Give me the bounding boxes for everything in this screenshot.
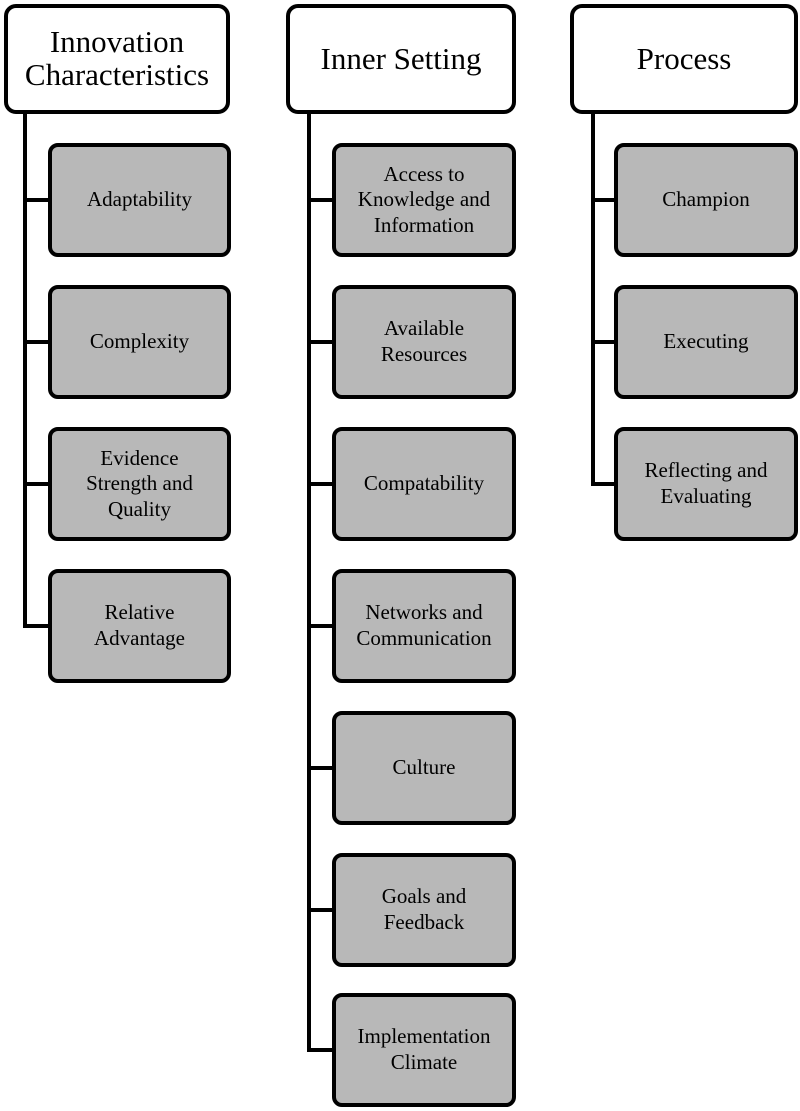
item-evidence-strength-quality: Evidence Strength and Quality: [48, 427, 231, 541]
connector-branch: [307, 340, 334, 344]
connector-branch: [23, 340, 50, 344]
item-networks-communication: Networks and Communication: [332, 569, 516, 683]
connector-branch: [23, 624, 50, 628]
item-relative-advantage: Relative Advantage: [48, 569, 231, 683]
item-reflecting-evaluating: Reflecting and Evaluating: [614, 427, 798, 541]
connector-branch: [307, 766, 334, 770]
item-goals-feedback: Goals and Feedback: [332, 853, 516, 967]
item-complexity: Complexity: [48, 285, 231, 399]
connector-trunk: [23, 112, 27, 628]
connector-branch: [307, 908, 334, 912]
item-available-resources: Available Resources: [332, 285, 516, 399]
connector-branch: [591, 482, 616, 486]
connector-branch: [307, 1048, 334, 1052]
connector-branch: [591, 198, 616, 202]
item-implementation-climate: Implementation Climate: [332, 993, 516, 1107]
connector-branch: [307, 198, 334, 202]
item-compatability: Compatability: [332, 427, 516, 541]
item-executing: Executing: [614, 285, 798, 399]
connector-trunk: [591, 112, 595, 486]
connector-branch: [23, 482, 50, 486]
header-process: Process: [570, 4, 798, 114]
connector-branch: [307, 624, 334, 628]
item-adaptability: Adaptability: [48, 143, 231, 257]
connector-branch: [307, 482, 334, 486]
connector-branch: [23, 198, 50, 202]
header-inner-setting: Inner Setting: [286, 4, 516, 114]
item-culture: Culture: [332, 711, 516, 825]
item-access-to-knowledge: Access to Knowledge and Information: [332, 143, 516, 257]
connector-trunk: [307, 112, 311, 1051]
connector-branch: [591, 340, 616, 344]
item-champion: Champion: [614, 143, 798, 257]
header-innovation-characteristics: Innovation Characteristics: [4, 4, 230, 114]
